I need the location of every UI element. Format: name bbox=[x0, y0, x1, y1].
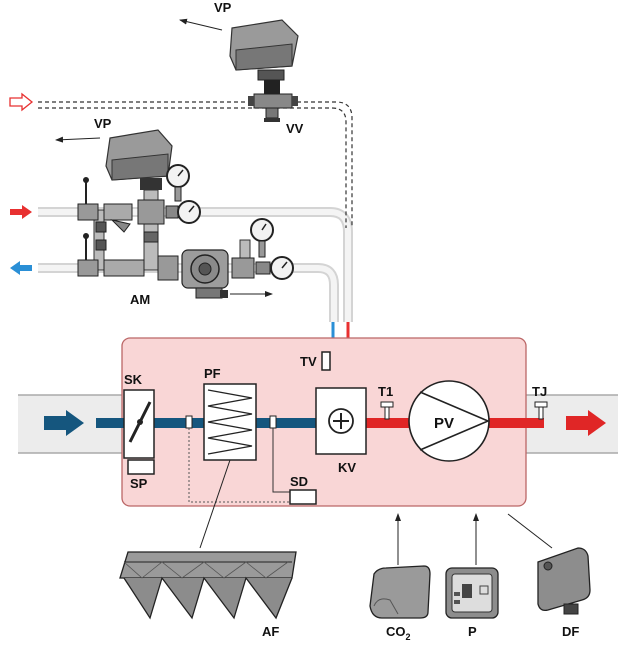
svg-text:CO2: CO2 bbox=[386, 624, 411, 642]
pressure-tap-icon bbox=[269, 415, 277, 429]
pipe-lines bbox=[38, 101, 353, 388]
fan-icon bbox=[408, 380, 491, 462]
supply-arrow-icon bbox=[566, 410, 606, 436]
heat-exchanger-icon bbox=[315, 387, 367, 455]
label-co2-subscript: 2 bbox=[406, 632, 411, 642]
temperature-sensor-icon bbox=[380, 401, 394, 420]
pressure-gauge-icon bbox=[166, 164, 190, 202]
label-co2: CO bbox=[386, 624, 406, 639]
label-t1: T1 bbox=[378, 384, 393, 399]
pressure-gauge-icon bbox=[177, 200, 201, 224]
label-af: AF bbox=[262, 624, 279, 639]
pressure-gauge-icon bbox=[270, 256, 294, 280]
label-p: P bbox=[468, 624, 477, 639]
label-vv: VV bbox=[286, 121, 304, 136]
damper-icon bbox=[123, 389, 155, 475]
pressure-gauge-icon bbox=[250, 218, 274, 258]
label-sd: SD bbox=[290, 474, 308, 489]
actuator-icon bbox=[55, 129, 173, 190]
temperature-sensor-icon bbox=[534, 401, 548, 420]
label-sp: SP bbox=[130, 476, 148, 491]
frost-thermostat-icon bbox=[321, 351, 331, 371]
label-pv: PV bbox=[434, 415, 454, 432]
intake-arrow-icon bbox=[44, 410, 84, 436]
label-tj: TJ bbox=[532, 384, 547, 399]
pressure-tap-icon bbox=[185, 415, 193, 429]
pressure-switch-icon bbox=[289, 489, 317, 505]
label-df: DF bbox=[562, 624, 579, 639]
label-vp-mid: VP bbox=[94, 116, 112, 131]
co2-sensor-icon bbox=[369, 565, 431, 619]
pipe-arrows bbox=[9, 92, 34, 275]
label-kv: KV bbox=[338, 460, 356, 475]
controller-panel-icon bbox=[445, 567, 499, 619]
valve-icon bbox=[248, 93, 298, 122]
label-vp-top: VP bbox=[214, 0, 232, 15]
filter-icon bbox=[203, 383, 257, 461]
pump-icon bbox=[181, 249, 273, 299]
label-am: AM bbox=[130, 292, 150, 307]
mixing-assembly bbox=[77, 177, 271, 281]
pressure-switch-icon bbox=[537, 547, 591, 615]
label-tv: TV bbox=[300, 354, 317, 369]
bag-filter-icon bbox=[119, 551, 297, 620]
actuator-icon bbox=[179, 18, 299, 94]
label-pf: PF bbox=[204, 366, 221, 381]
label-sk: SK bbox=[124, 372, 143, 387]
